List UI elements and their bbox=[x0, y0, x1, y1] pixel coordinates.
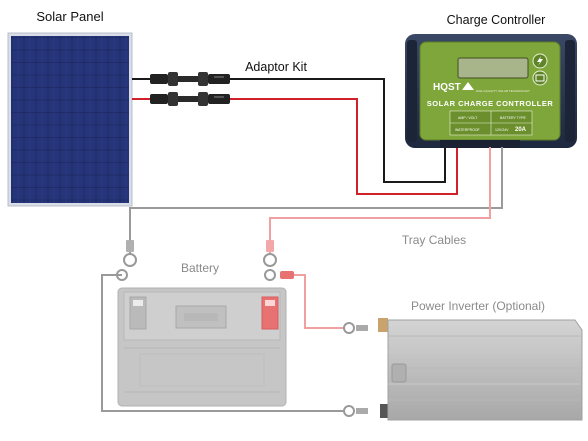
controller-model-text: SOLAR CHARGE CONTROLLER bbox=[427, 99, 554, 108]
tray-cables bbox=[101, 147, 503, 412]
controller-button-2[interactable] bbox=[532, 70, 548, 86]
spec-label-voltage: 12V/24V bbox=[495, 128, 509, 132]
label-charge-controller: Charge Controller bbox=[447, 13, 546, 27]
controller-brand-tagline: HIGH QUALITY SOLAR TECHNOLOGY bbox=[476, 89, 530, 93]
label-tray-cables: Tray Cables bbox=[402, 233, 466, 247]
ring-terminal-inverter-pos bbox=[343, 322, 368, 334]
ring-terminal-battery-neg bbox=[116, 253, 137, 281]
ring-terminal-battery-pos bbox=[263, 253, 294, 281]
charge-controller: HQST HIGH QUALITY SOLAR TECHNOLOGY SOLAR… bbox=[405, 34, 577, 148]
spec-label-waterproof: WATERPROOF bbox=[455, 128, 480, 132]
adaptor-wires bbox=[132, 78, 458, 195]
battery bbox=[117, 287, 287, 407]
label-adaptor-kit: Adaptor Kit bbox=[245, 60, 307, 74]
label-power-inverter: Power Inverter (Optional) bbox=[411, 299, 545, 313]
battery-icon bbox=[535, 74, 545, 82]
controller-brand: HQST bbox=[433, 82, 461, 93]
label-solar-panel: Solar Panel bbox=[36, 9, 103, 24]
ring-terminal-controller-pos bbox=[266, 240, 274, 252]
ring-terminal-inverter-neg bbox=[343, 405, 368, 417]
mc4-connector-negative bbox=[150, 72, 230, 86]
power-inverter bbox=[378, 318, 583, 421]
solar-panel bbox=[7, 32, 133, 207]
bolt-icon bbox=[537, 56, 543, 66]
mc4-connector-positive bbox=[150, 92, 230, 106]
ring-terminal-controller-neg bbox=[126, 240, 134, 252]
controller-terminal-block bbox=[440, 140, 520, 148]
spec-label-battery-type: BATTERY TYPE bbox=[500, 116, 526, 120]
controller-spec-block: AMP / VOLT BATTERY TYPE WATERPROOF 12V/2… bbox=[449, 110, 533, 136]
label-battery: Battery bbox=[181, 261, 219, 275]
brand-logo-mark bbox=[462, 82, 474, 90]
spec-label-amp-volt: AMP / VOLT bbox=[458, 116, 478, 120]
controller-lcd bbox=[457, 57, 529, 79]
spec-label-amperage: 20A bbox=[515, 127, 527, 133]
